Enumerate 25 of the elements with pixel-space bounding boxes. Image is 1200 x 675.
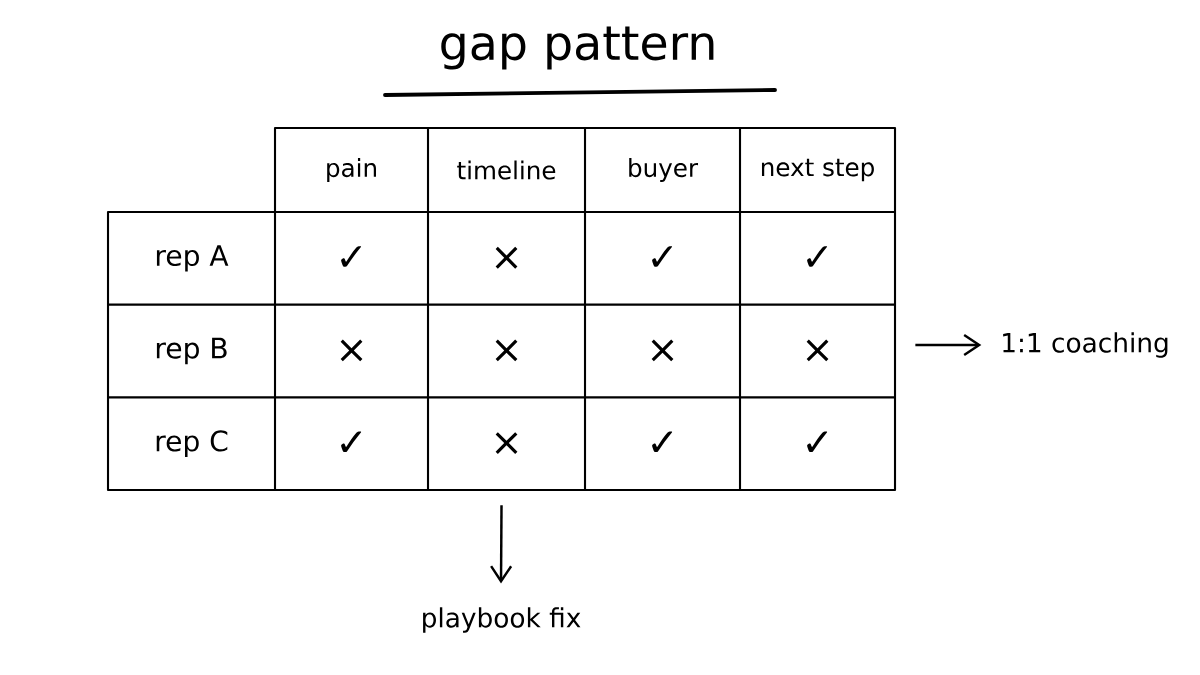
cell-mark: ✓ xyxy=(652,246,673,267)
outcome-text: playbook fix xyxy=(423,607,581,633)
arrow xyxy=(915,334,982,357)
cell-mark: ✓ xyxy=(341,431,362,453)
cell-mark: ✓ xyxy=(652,431,673,453)
cell-mark: × xyxy=(340,339,363,362)
row-header: rep A xyxy=(156,245,229,272)
title: gap pattern xyxy=(441,26,714,70)
cell-mark: ✓ xyxy=(341,246,362,267)
outcome-text: 1:1 coaching xyxy=(1003,332,1168,358)
arrow xyxy=(490,505,513,584)
cell-mark: ✓ xyxy=(807,246,828,267)
table xyxy=(106,126,897,492)
row-header: rep B xyxy=(156,337,227,365)
cell-mark: × xyxy=(806,339,829,362)
cell-mark: × xyxy=(495,246,518,269)
column-header: pain xyxy=(327,158,376,182)
column-header: next step xyxy=(762,158,874,182)
column-header: buyer xyxy=(629,158,699,182)
cell-mark: × xyxy=(495,432,518,454)
cell-mark: ✓ xyxy=(807,431,828,453)
cell-mark: × xyxy=(651,339,674,362)
column-header: timeline xyxy=(457,160,556,180)
cell-mark: × xyxy=(495,339,518,362)
row-header: rep C xyxy=(156,430,228,457)
